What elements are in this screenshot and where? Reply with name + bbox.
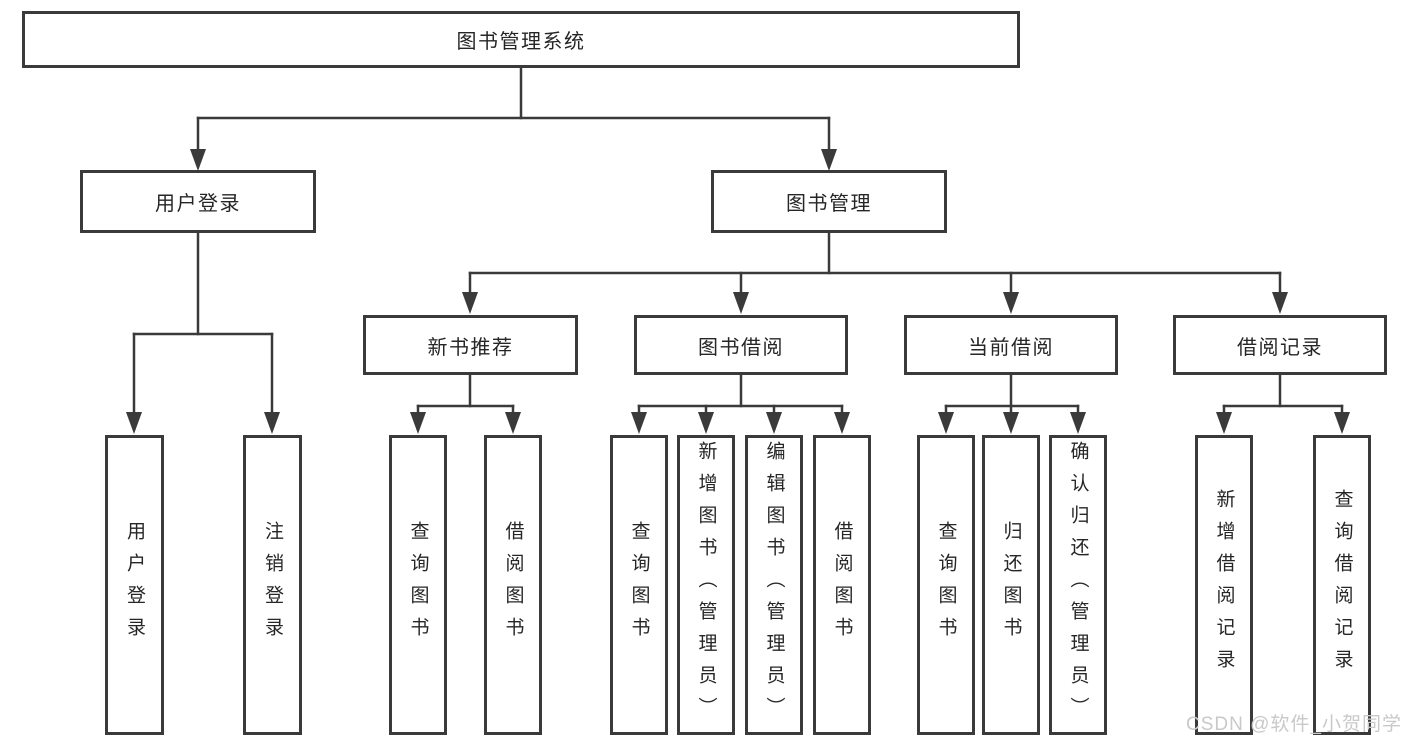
leaf-return-books: 归还图书 xyxy=(982,435,1040,735)
node-book-management-label: 图书管理 xyxy=(786,193,872,215)
leaf-borrow-books-borrowing: 借阅图书 xyxy=(813,435,871,735)
leaf-confirm-return-admin: 确认归还（管理员） xyxy=(1049,435,1107,735)
leaf-add-books-admin-label: 新增图书（管理员） xyxy=(695,441,717,729)
leaf-logout: 注销登录 xyxy=(243,435,302,735)
leaf-add-borrow-record-label: 新增借阅记录 xyxy=(1213,489,1235,681)
leaf-borrow-books-recommend: 借阅图书 xyxy=(484,435,542,735)
node-borrowing-records: 借阅记录 xyxy=(1173,315,1387,375)
leaf-add-books-admin: 新增图书（管理员） xyxy=(677,435,735,735)
node-current-borrowing-label: 当前借阅 xyxy=(968,336,1054,359)
leaf-query-borrow-record-label: 查询借阅记录 xyxy=(1331,489,1353,681)
node-user-login-group: 用户登录 xyxy=(80,170,316,233)
leaf-borrow-books-recommend-label: 借阅图书 xyxy=(502,521,524,649)
leaf-confirm-return-admin-label: 确认归还（管理员） xyxy=(1067,441,1089,729)
csdn-watermark: CSDN @软件_小贺同学 xyxy=(1186,714,1402,735)
leaf-query-books-borrowing: 查询图书 xyxy=(610,435,668,735)
leaf-logout-label: 注销登录 xyxy=(262,521,283,649)
leaf-query-books-current: 查询图书 xyxy=(917,435,975,735)
node-book-borrowing: 图书借阅 xyxy=(634,315,848,375)
leaf-query-books-borrowing-label: 查询图书 xyxy=(628,521,650,649)
node-new-book-recommendation: 新书推荐 xyxy=(363,315,578,375)
leaf-edit-books-admin-label: 编辑图书（管理员） xyxy=(763,441,785,729)
leaf-user-login-label: 用户登录 xyxy=(124,521,145,649)
leaf-add-borrow-record: 新增借阅记录 xyxy=(1195,435,1253,735)
node-user-login-group-label: 用户登录 xyxy=(155,193,241,215)
node-book-management: 图书管理 xyxy=(711,170,947,233)
leaf-query-books-recommend: 查询图书 xyxy=(389,435,447,735)
leaf-borrow-books-borrowing-label: 借阅图书 xyxy=(831,521,853,649)
node-current-borrowing: 当前借阅 xyxy=(904,315,1118,375)
leaf-query-borrow-record: 查询借阅记录 xyxy=(1313,435,1371,735)
leaf-query-books-recommend-label: 查询图书 xyxy=(407,521,429,649)
leaf-edit-books-admin: 编辑图书（管理员） xyxy=(745,435,803,735)
leaf-query-books-current-label: 查询图书 xyxy=(935,521,957,649)
leaf-user-login: 用户登录 xyxy=(105,435,164,735)
node-library-system-label: 图书管理系统 xyxy=(456,31,586,53)
node-book-borrowing-label: 图书借阅 xyxy=(698,336,784,359)
node-new-book-recommendation-label: 新书推荐 xyxy=(427,336,514,359)
leaf-return-books-label: 归还图书 xyxy=(1000,521,1022,649)
node-borrowing-records-label: 借阅记录 xyxy=(1237,336,1323,359)
node-library-system: 图书管理系统 xyxy=(22,11,1020,68)
